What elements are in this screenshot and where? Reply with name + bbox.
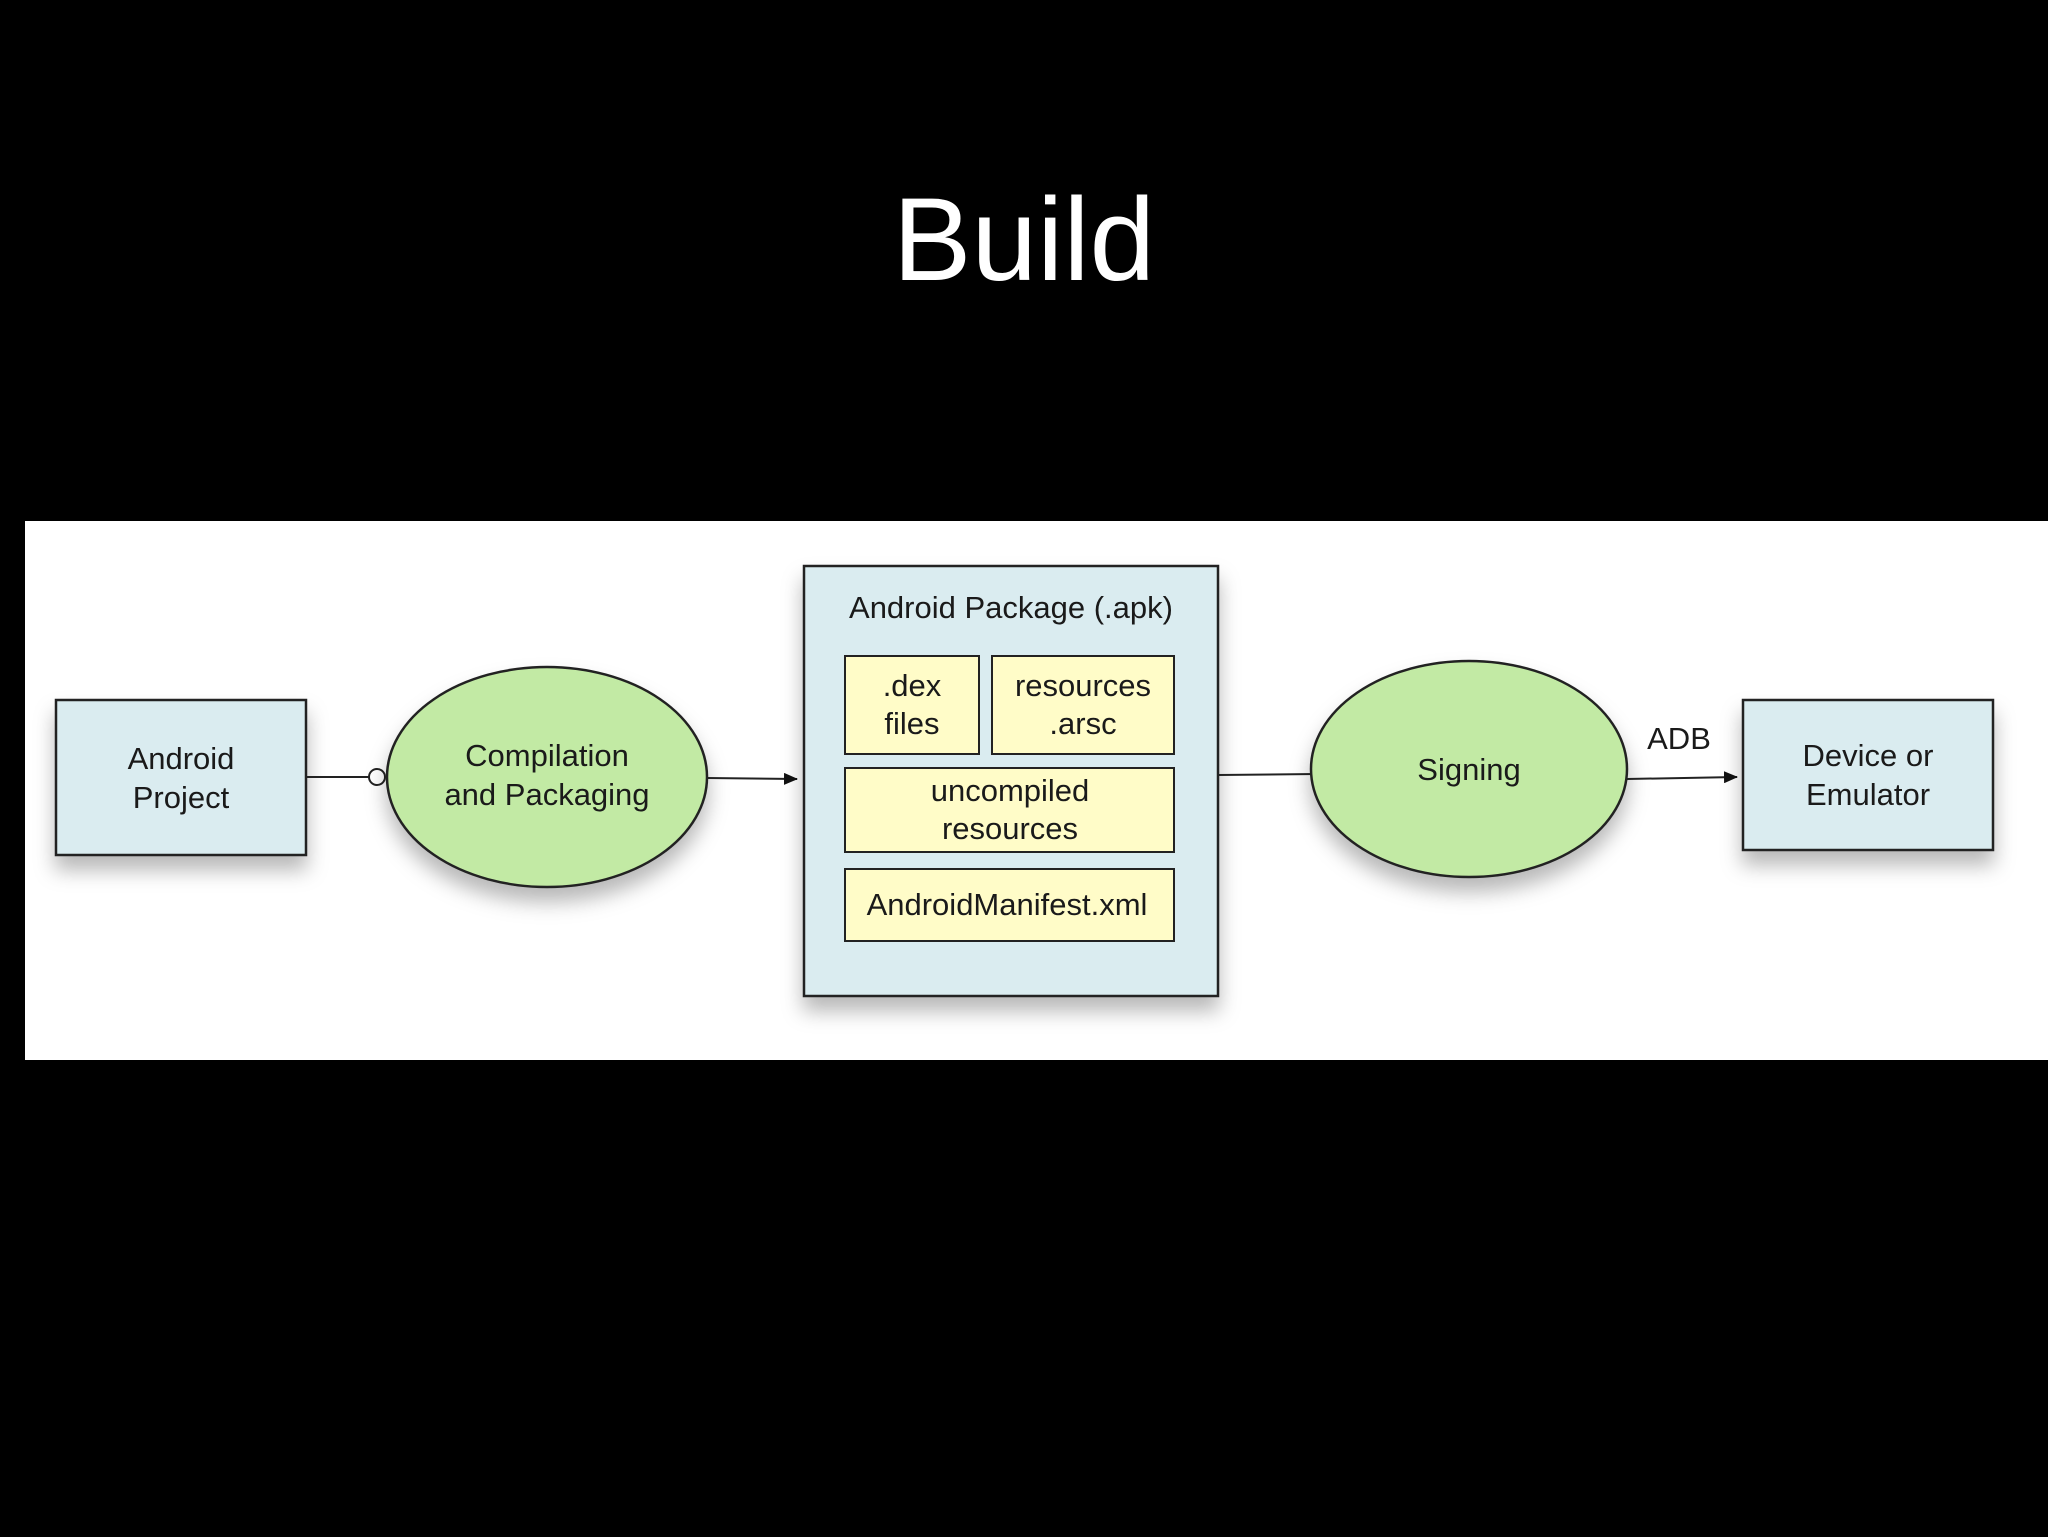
android-project-label-line2: Project xyxy=(133,780,230,815)
resources-arsc-box: resources .arsc xyxy=(991,655,1175,755)
uncompiled-resources-box: uncompiled resources xyxy=(844,767,1175,853)
dex-files-box: .dex files xyxy=(844,655,980,755)
android-package-node: Android Package (.apk) .dex files resour… xyxy=(802,564,1220,998)
manifest-label: AndroidManifest.xml xyxy=(867,887,1148,922)
adb-label: ADB xyxy=(1647,721,1711,756)
apk-title: Android Package (.apk) xyxy=(849,590,1173,625)
android-manifest-box: AndroidManifest.xml xyxy=(844,868,1175,942)
android-project-node: Android Project xyxy=(54,698,308,857)
arsc-label-line1: resources xyxy=(1015,668,1151,703)
compilation-label-line2: and Packaging xyxy=(444,777,649,812)
uncompiled-label-line2: resources xyxy=(942,811,1078,846)
arrow-compile-to-apk xyxy=(706,772,798,785)
device-label-line2: Emulator xyxy=(1806,777,1930,812)
build-process-diagram: Android Project Compilation and Packagin… xyxy=(54,564,1995,998)
arrow-signing-to-device xyxy=(1626,771,1738,784)
arsc-label-line2: .arsc xyxy=(1049,706,1116,741)
compilation-packaging-node: Compilation and Packaging xyxy=(385,665,709,889)
signing-label: Signing xyxy=(1417,752,1520,787)
device-emulator-node: Device or Emulator xyxy=(1741,698,1995,852)
uncompiled-label-line1: uncompiled xyxy=(931,773,1090,808)
connector-project-to-compile xyxy=(306,768,386,786)
device-label-line1: Device or xyxy=(1803,738,1934,773)
dex-label-line2: files xyxy=(884,706,939,741)
slide-title: Build xyxy=(892,174,1156,306)
compilation-label-line1: Compilation xyxy=(465,738,629,773)
diagram-panel: Android Project Compilation and Packagin… xyxy=(25,521,2048,1060)
dex-label-line1: .dex xyxy=(883,668,942,703)
android-project-label-line1: Android xyxy=(128,741,235,776)
signing-node: Signing xyxy=(1309,659,1629,879)
